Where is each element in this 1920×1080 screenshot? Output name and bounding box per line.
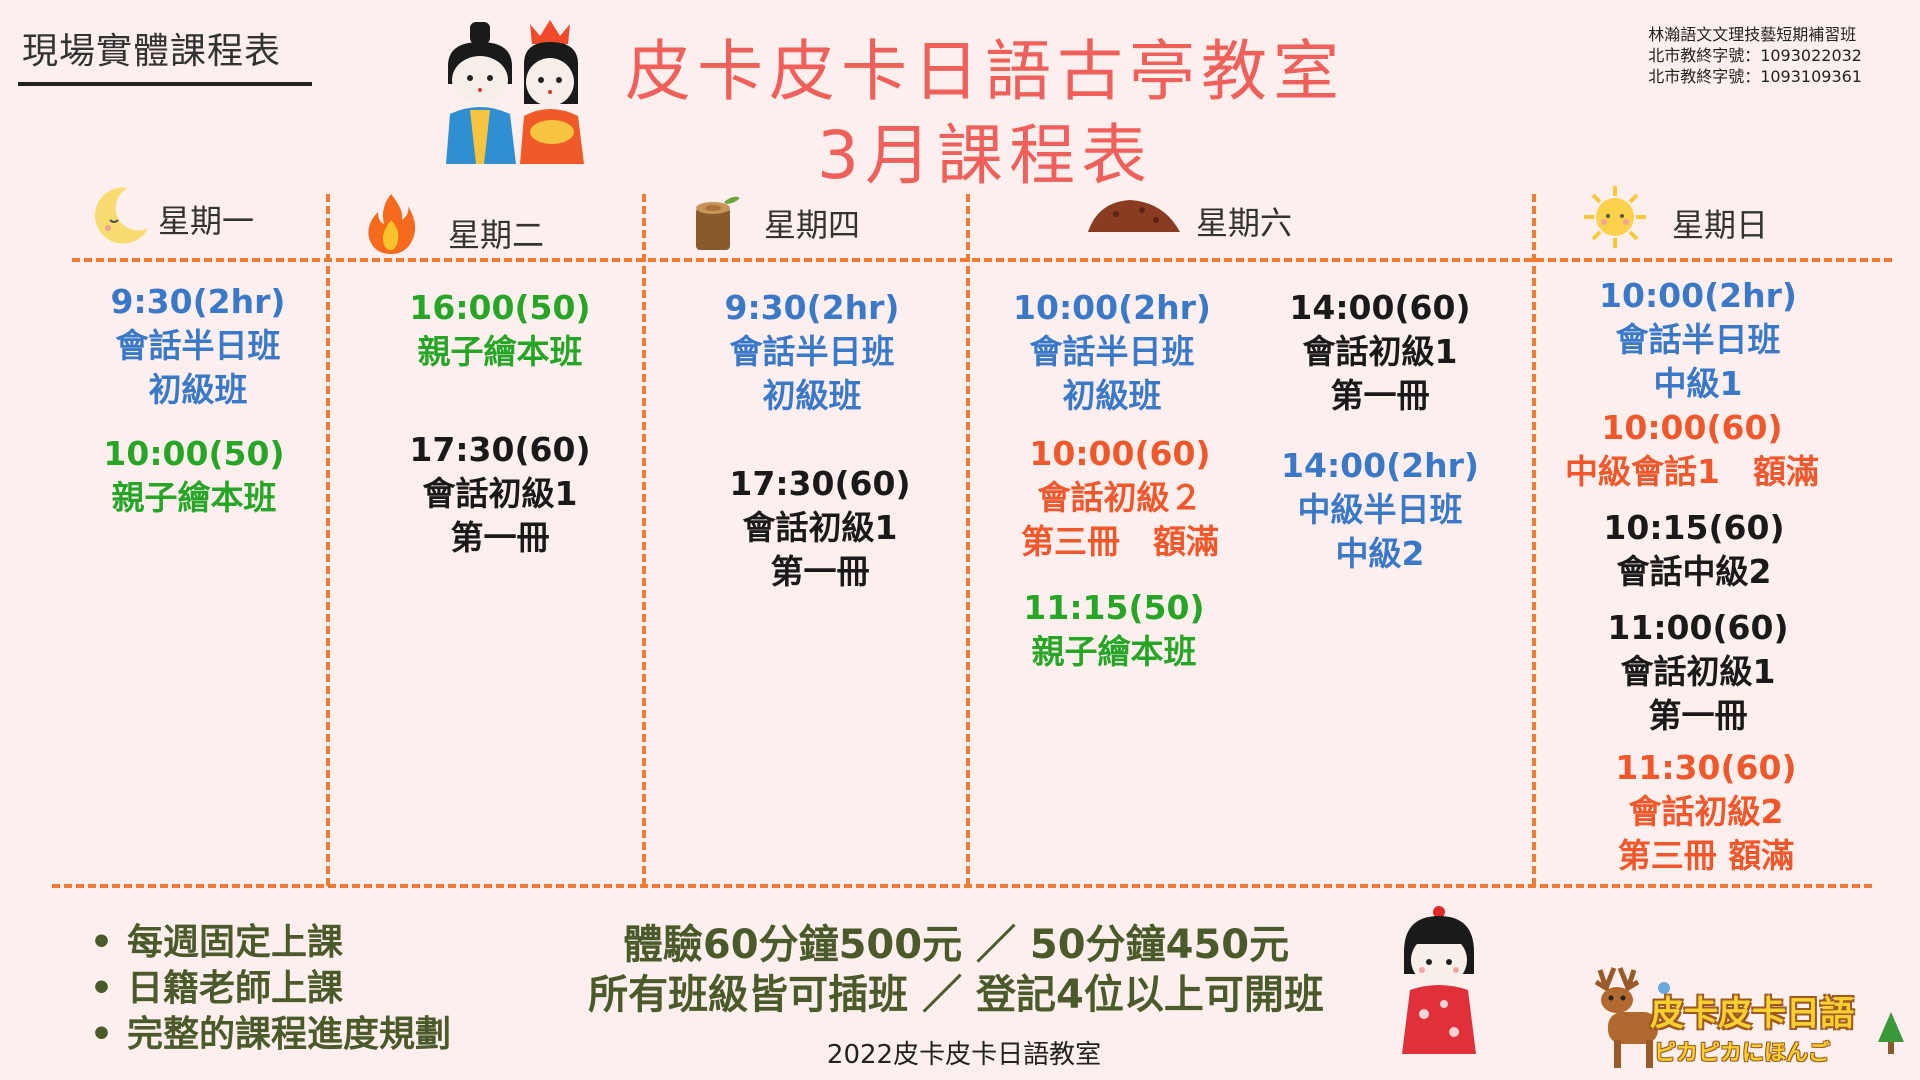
class-level: 第三冊 額滿 — [1021, 522, 1219, 561]
class-time: 16:00(50) — [409, 288, 591, 327]
class-level: 第一冊 — [770, 552, 870, 591]
day-header-thursday: 星期四 — [764, 206, 861, 244]
column-divider — [966, 194, 970, 886]
footer-copyright: 2022皮卡皮卡日語教室 — [826, 1040, 1102, 1070]
fire-icon — [368, 194, 416, 254]
class-level: 中級1 — [1653, 364, 1743, 403]
license-line: 北市教終字號：1093109361 — [1648, 67, 1862, 86]
class-name: 會話初級2 — [1628, 792, 1784, 831]
class-name: 會話半日班 — [115, 326, 281, 365]
class-time: 17:30(60) — [409, 430, 591, 469]
class-time: 11:30(60) — [1615, 748, 1797, 787]
feature-item: 完整的課程進度規劃 — [90, 1012, 451, 1058]
enrollment-info: 所有班級皆可插班 ／ 登記4位以上可開班 — [588, 972, 1324, 1018]
class-block: 10:00(60) 中級會話1 額滿 — [1565, 406, 1819, 494]
class-block: 14:00(2hr) 中級半日班 中級2 — [1281, 444, 1479, 576]
price-info: 體驗60分鐘500元 ／ 50分鐘450元 — [622, 922, 1290, 968]
class-time: 17:30(60) — [729, 464, 911, 503]
logo: 皮卡皮卡日語 ピカピカにほんご — [1650, 986, 1872, 1066]
wood-log-icon — [696, 196, 740, 250]
corner-label: 現場實體課程表 — [22, 31, 282, 72]
class-name: 會話初級1 — [422, 474, 578, 513]
class-name: 會話初級1 — [1620, 652, 1776, 691]
moon-icon — [94, 187, 148, 244]
class-level: 第一冊 — [1648, 696, 1748, 735]
class-time: 9:30(2hr) — [110, 282, 286, 321]
column-divider — [326, 194, 330, 886]
class-time: 10:00(2hr) — [1013, 288, 1211, 327]
class-time: 10:00(60) — [1029, 434, 1211, 473]
logo-text: 皮卡皮卡日語 — [1650, 994, 1854, 1034]
class-block: 17:30(60) 會話初級1 第一冊 — [409, 428, 590, 560]
class-time: 11:15(50) — [1023, 588, 1205, 627]
column-divider — [1532, 194, 1536, 886]
page-subtitle: 3月課程表 — [817, 117, 1153, 194]
class-block: 10:00(2hr) 會話半日班 初級班 — [1013, 286, 1211, 418]
license-line: 北市教終字號：1093022032 — [1648, 46, 1862, 65]
class-name: 會話中級2 — [1616, 552, 1772, 591]
class-time: 11:00(60) — [1607, 608, 1789, 647]
sun-icon — [1584, 186, 1646, 248]
class-name: 親子繪本班 — [1031, 632, 1197, 671]
corner-underline — [18, 82, 312, 86]
class-level: 第一冊 — [450, 518, 550, 557]
day-header-monday: 星期一 — [158, 202, 255, 240]
table-bottom-divider — [52, 884, 1872, 888]
class-name: 親子繪本班 — [417, 332, 583, 371]
class-block: 17:30(60) 會話初級1 第一冊 — [729, 462, 910, 594]
tree-icon — [1878, 1012, 1904, 1054]
class-block: 9:30(2hr) 會話半日班 初級班 — [111, 280, 286, 412]
class-level: 中級2 — [1335, 534, 1425, 573]
class-block: 10:00(50) 親子繪本班 — [103, 432, 284, 520]
hina-dolls-icon — [446, 20, 584, 164]
class-time: 9:30(2hr) — [724, 288, 900, 327]
class-block: 11:15(50) 親子繪本班 — [1023, 586, 1204, 674]
logo-subtext: ピカピカにほんご — [1654, 1041, 1831, 1066]
class-name: 會話初級1 — [1302, 332, 1458, 371]
class-time: 10:15(60) — [1603, 508, 1785, 547]
license-line: 林瀚語文文理技藝短期補習班 — [1648, 25, 1857, 44]
class-name: 親子繪本班 — [111, 478, 277, 517]
license-info: 林瀚語文文理技藝短期補習班 北市教終字號：1093022032 北市教終字號：1… — [1648, 24, 1862, 87]
class-name: 會話初級1 — [742, 508, 898, 547]
class-name: 中級會話1 額滿 — [1565, 452, 1819, 491]
class-name: 中級半日班 — [1297, 490, 1463, 529]
class-name: 會話半日班 — [1029, 332, 1195, 371]
feature-item: 每週固定上課 — [90, 920, 451, 966]
class-level: 初級班 — [148, 370, 248, 409]
class-name: 會話半日班 — [729, 332, 895, 371]
feature-list: 每週固定上課 日籍老師上課 完整的課程進度規劃 — [90, 920, 451, 1058]
feature-item: 日籍老師上課 — [90, 966, 451, 1012]
header-divider — [72, 258, 1892, 262]
class-time: 14:00(2hr) — [1281, 446, 1479, 485]
class-time: 10:00(2hr) — [1599, 276, 1797, 315]
kokeshi-doll-icon — [1402, 906, 1476, 1054]
class-block: 10:15(60) 會話中級2 — [1603, 506, 1784, 594]
class-block: 11:00(60) 會話初級1 第一冊 — [1607, 606, 1788, 738]
column-divider — [642, 194, 646, 886]
class-time: 14:00(60) — [1289, 288, 1471, 327]
class-block: 9:30(2hr) 會話半日班 初級班 — [725, 286, 900, 418]
day-header-sunday: 星期日 — [1672, 206, 1769, 244]
class-name: 會話半日班 — [1615, 320, 1781, 359]
class-block: 16:00(50) 親子繪本班 — [409, 286, 590, 374]
class-level: 初級班 — [1062, 376, 1162, 415]
class-block: 10:00(2hr) 會話半日班 中級1 — [1599, 274, 1797, 406]
class-time: 10:00(50) — [103, 434, 285, 473]
soil-mound-icon — [1088, 200, 1180, 232]
deer-logo-icon — [1594, 967, 1670, 1068]
class-block: 10:00(60) 會話初級２ 第三冊 額滿 — [1021, 432, 1219, 564]
class-block: 14:00(60) 會話初級1 第一冊 — [1289, 286, 1470, 418]
page-title: 皮卡皮卡日語古亭教室 — [625, 33, 1345, 110]
class-level: 第一冊 — [1330, 376, 1430, 415]
day-header-tuesday: 星期二 — [448, 216, 545, 254]
class-name: 會話初級２ — [1037, 478, 1203, 517]
class-time: 10:00(60) — [1601, 408, 1783, 447]
day-header-saturday: 星期六 — [1196, 204, 1293, 242]
class-block: 11:30(60) 會話初級2 第三冊 額滿 — [1615, 746, 1796, 878]
class-level: 初級班 — [762, 376, 862, 415]
class-level: 第三冊 額滿 — [1617, 836, 1795, 875]
